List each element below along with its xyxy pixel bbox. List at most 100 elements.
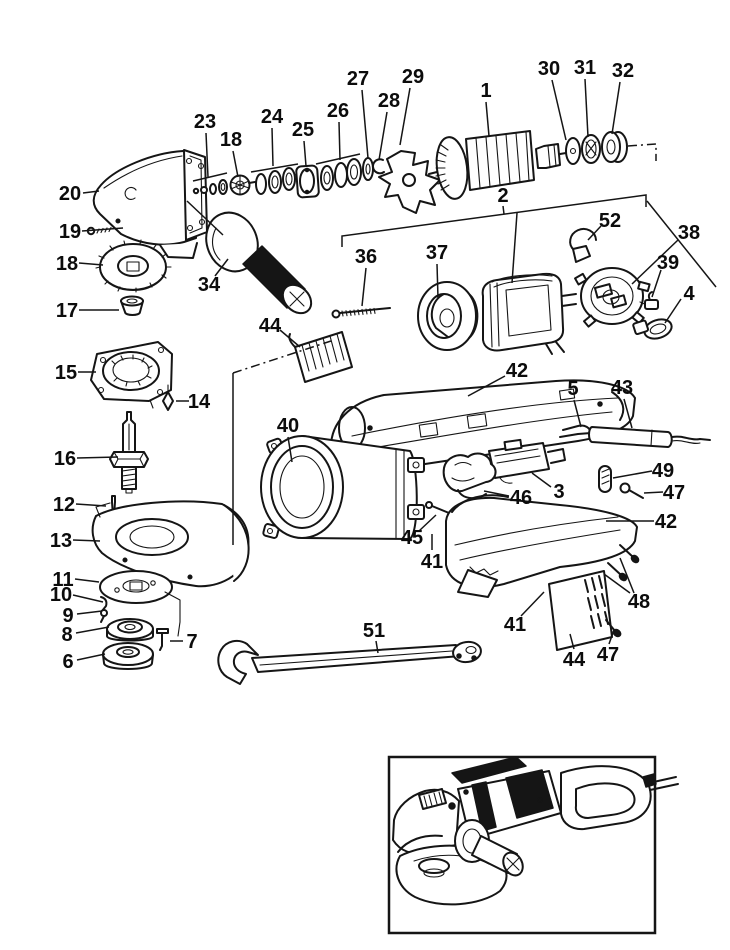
leader-13	[72, 539, 101, 542]
inset-flange-nut	[418, 858, 450, 874]
leader-25	[303, 140, 307, 167]
callout-44-bottom: 44	[563, 649, 586, 671]
washer-set-24	[255, 167, 296, 195]
wire-clip-52	[569, 228, 597, 263]
leader-45	[418, 514, 437, 532]
bearing-25	[295, 164, 320, 199]
callout-2: 2	[497, 185, 508, 207]
callout-34: 34	[198, 274, 221, 296]
screw-7	[156, 628, 169, 651]
bearing-plate-15	[90, 341, 173, 409]
fan-baffle-37	[417, 281, 479, 351]
carbon-brush-39	[644, 291, 659, 310]
callout-18-gear: 18	[56, 253, 78, 275]
callout-28: 28	[378, 90, 400, 112]
leader-37	[436, 263, 439, 299]
leader-36	[361, 267, 367, 307]
leader-29	[399, 87, 411, 146]
callout-48: 48	[628, 591, 650, 613]
leader-44-top	[279, 329, 301, 348]
cord-clamp-4	[632, 318, 673, 340]
line-bracket-small-parts	[192, 172, 228, 182]
inset-cord	[648, 776, 679, 791]
leader-18-pinion	[232, 150, 239, 178]
callout-44-top: 44	[259, 315, 282, 337]
callout-51: 51	[363, 620, 385, 642]
leader-19	[81, 227, 124, 232]
callout-41-bottom: 41	[504, 614, 526, 636]
leader-44-bottom	[569, 633, 575, 650]
leader-40	[287, 436, 293, 463]
leader-30	[551, 79, 567, 141]
leader-6	[76, 653, 106, 661]
inset-cord-boot	[642, 773, 657, 788]
inset-top-cap	[451, 756, 527, 784]
callout-47-bottom: 47	[597, 644, 619, 666]
callout-37: 37	[426, 242, 448, 264]
armature-1	[428, 130, 570, 200]
field-coil-2	[481, 272, 577, 355]
callout-14: 14	[188, 391, 211, 413]
screw-47-bottom	[605, 619, 622, 638]
brush-screw-45	[425, 501, 450, 514]
leader-3	[531, 472, 552, 488]
inset-frame	[387, 755, 657, 935]
leader-34	[214, 258, 229, 277]
callout-40: 40	[277, 415, 299, 437]
leader-46	[483, 490, 510, 497]
callout-45: 45	[401, 527, 423, 549]
callout-13: 13	[50, 530, 72, 552]
wave-washer-31	[581, 134, 601, 164]
callout-36: 36	[355, 246, 377, 268]
callout-38: 38	[678, 222, 700, 244]
leader-41-bottom	[520, 591, 545, 617]
callout-18-pinion: 18	[220, 129, 242, 151]
outer-flange-6	[102, 642, 154, 670]
motor-housing-40	[260, 435, 425, 540]
callout-24: 24	[261, 106, 284, 128]
brush-holder-38	[574, 267, 651, 328]
leader-9	[76, 610, 103, 615]
clamp-plate-11	[99, 570, 181, 637]
leader-8	[75, 626, 110, 634]
leader-51	[375, 640, 379, 654]
callout-46: 46	[510, 487, 532, 509]
leader-47-bottom	[608, 629, 615, 645]
long-screw-36	[331, 307, 391, 319]
callout-49: 49	[652, 460, 674, 482]
callout-11: 11	[52, 569, 73, 591]
switch-3	[488, 438, 566, 484]
callout-25: 25	[292, 119, 314, 141]
screw-9	[100, 609, 108, 623]
callout-27: 27	[347, 68, 369, 90]
callout-3: 3	[553, 481, 564, 503]
vent-panel-44-bottom	[548, 570, 613, 651]
leader-12	[75, 503, 107, 507]
callout-43: 43	[611, 377, 633, 399]
line-bracket-washers-24	[250, 163, 299, 173]
leader-48	[619, 557, 635, 594]
callout-19: 19	[59, 221, 81, 243]
leader-11	[74, 578, 100, 583]
leader-47-mid	[643, 491, 664, 494]
housing-bottom-shell-42	[445, 494, 638, 598]
leader-42-top	[467, 375, 506, 397]
callout-15: 15	[55, 362, 77, 384]
leader-20	[82, 190, 100, 194]
spindle-16	[109, 411, 149, 494]
screw-47-mid	[619, 482, 644, 499]
inner-flange-8	[106, 618, 154, 642]
assembled-tool-inset	[387, 755, 679, 935]
leader-43	[623, 398, 633, 429]
leader-24	[271, 127, 274, 167]
line-handle-axis	[186, 200, 224, 236]
callout-9: 9	[62, 605, 73, 627]
callout-39: 39	[657, 252, 679, 274]
leader-49	[612, 470, 653, 479]
wheel-guard-13	[91, 500, 250, 588]
washer-set-23	[192, 179, 228, 195]
leader-5	[573, 399, 582, 428]
vent-cover-44-top	[288, 331, 353, 383]
